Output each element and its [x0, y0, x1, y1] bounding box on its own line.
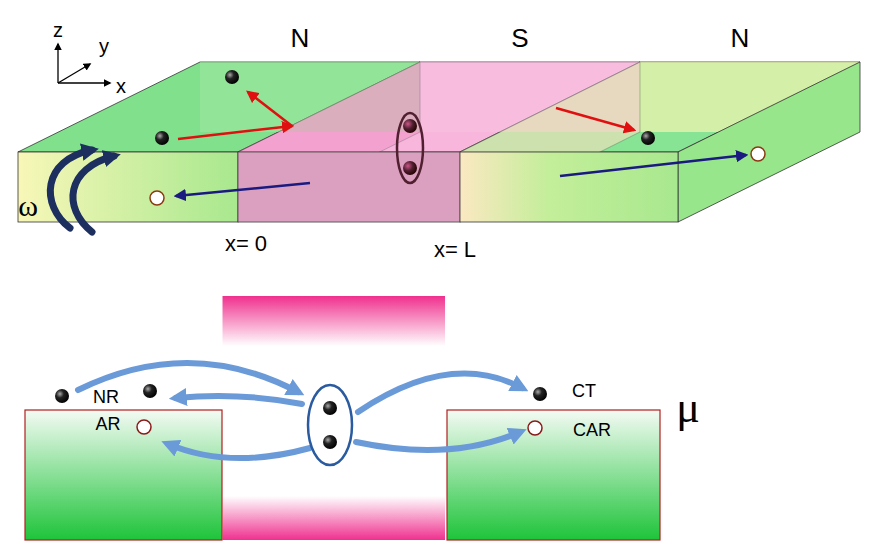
diagram-label: N	[291, 25, 310, 51]
diagram-label: AR	[95, 415, 120, 433]
diagram-label: z	[53, 20, 63, 40]
diagram-label: x= 0	[225, 233, 267, 255]
diagram-label: ω	[18, 191, 38, 221]
diagram-label: CT	[572, 382, 596, 400]
diagram-label: x	[116, 76, 126, 96]
diagram-label: N	[731, 25, 750, 51]
diagram-label: NR	[93, 388, 119, 406]
diagram-label: x= L	[434, 239, 476, 261]
diagram-label: S	[511, 25, 528, 51]
diagram-label: CAR	[573, 421, 611, 439]
diagram-label: y	[99, 36, 109, 56]
diagram-label: μ	[676, 386, 700, 430]
